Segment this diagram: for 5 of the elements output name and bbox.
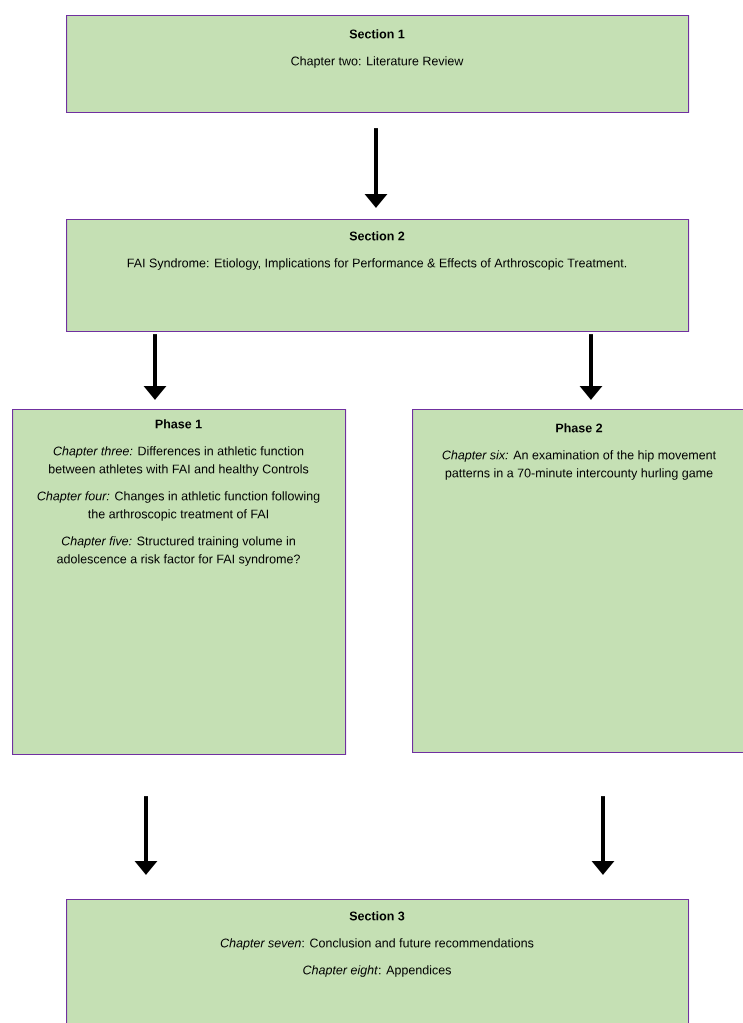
text-box: Phase 2 Chapter six: An examination of the hip movement patterns in a 70-minute intercounty hurling game [412, 409, 743, 754]
text-box: Section 2 FAI Syndrome: Etiology, Implications for Performance & Effects of Arthroscopic Treatment. [66, 219, 690, 333]
text-box: Phase 1 Chapter three: Differences in athletic function between athletes with FAI and healthy Controls Chapter four: Changes in athletic function following the arthroscopic treatment of FAI Chapter five: Structured training volume in adolescence a risk factor for FAI syndrome? [12, 409, 347, 756]
text-box: Section 3 Chapter seven: Conclusion and future recommendations Chapter eight: Appendices [66, 899, 690, 1023]
text-box: Section 1 Chapter two: Literature Review [66, 15, 690, 114]
